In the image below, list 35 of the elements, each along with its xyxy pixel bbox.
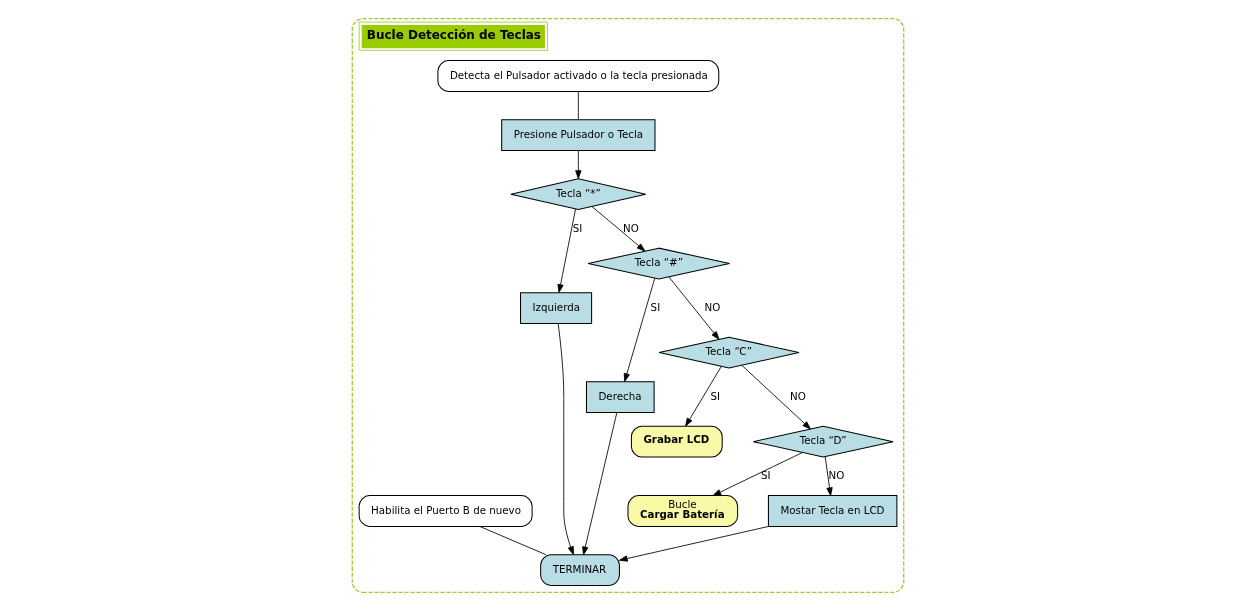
arrow <box>557 208 576 293</box>
edge-label: SI <box>572 221 583 234</box>
edge-label: SI <box>761 468 771 481</box>
arrow <box>591 206 646 252</box>
node-diamond: Tecla “D” <box>752 425 894 458</box>
node-box: Derecha <box>585 381 655 414</box>
arrow <box>582 412 618 556</box>
node-box: Mostar Tecla en LCD <box>767 495 898 527</box>
arrow <box>619 526 769 562</box>
edge-label: SI <box>710 389 721 402</box>
edge-label: NO <box>704 300 721 313</box>
node-diamond: Tecla “*” <box>510 178 647 211</box>
edge-label: NO <box>790 389 806 402</box>
arrow <box>668 276 720 340</box>
edge-label: NO <box>623 221 639 234</box>
arrow <box>575 150 582 179</box>
arrow <box>623 277 656 382</box>
arrow <box>741 364 811 430</box>
node-box: Bucle Cargar Batería <box>627 495 739 527</box>
arrow <box>685 365 722 427</box>
arrow <box>712 452 803 496</box>
node-box: Habilita el Puerto B de nuevo <box>358 495 533 527</box>
edge-label: NO <box>828 468 845 481</box>
node-diamond: Tecla “C” <box>658 336 800 369</box>
node-box: TERMINAR <box>540 554 620 587</box>
edge-label: SI <box>650 300 661 313</box>
node-diamond: Tecla “#” <box>587 247 731 280</box>
node-box: Presione Pulsador o Tecla <box>501 119 656 152</box>
node-box: Izquierda <box>520 292 593 324</box>
node-box: Grabar LCD <box>630 425 723 458</box>
node-box: Detecta el Pulsador activado o la tecla presionada <box>437 60 720 92</box>
connector <box>479 526 547 556</box>
arrow <box>557 323 574 555</box>
connector <box>577 91 579 120</box>
arrow <box>824 456 833 497</box>
